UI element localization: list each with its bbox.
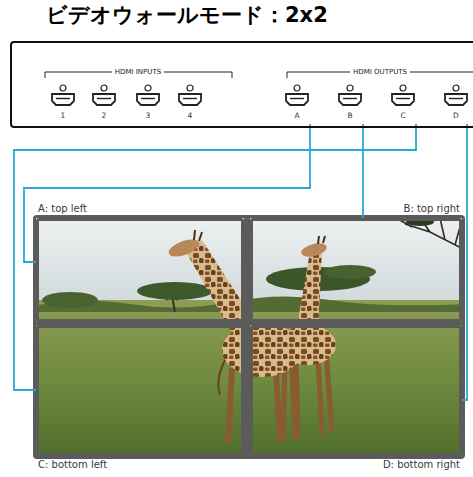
bush — [42, 292, 98, 308]
video-screen: D: bottom right — [250, 325, 462, 456]
socket-pins — [290, 98, 304, 99]
screw — [294, 85, 300, 91]
acacia-canopy — [324, 265, 376, 279]
socket-pins — [97, 98, 111, 99]
screen-label: D: bottom right — [383, 459, 460, 471]
screw — [453, 85, 459, 91]
bare-branches — [398, 218, 465, 250]
hdmi-port: A — [280, 84, 314, 124]
screw — [101, 85, 107, 91]
screw — [400, 85, 406, 91]
hdmi-port: B — [333, 84, 367, 124]
hdmi-connector-icon — [336, 84, 364, 108]
screw — [347, 85, 353, 91]
acacia-canopy — [137, 282, 213, 300]
port-label: B — [333, 111, 367, 121]
hdmi-connector-icon — [134, 84, 162, 108]
socket-outline — [52, 94, 74, 105]
port-label: 4 — [173, 111, 207, 121]
grassland — [33, 300, 465, 460]
tree-line — [33, 296, 465, 312]
screw — [187, 85, 193, 91]
hdmi-connector-icon — [90, 84, 118, 108]
port-label: 3 — [131, 111, 165, 121]
screen-label: A: top left — [38, 203, 87, 215]
hdmi-port: 3 — [131, 84, 165, 124]
giraffe-photo — [33, 215, 465, 460]
video-screen: B: top right — [250, 218, 462, 322]
hdmi-cable — [362, 124, 364, 218]
hdmi-connector-icon — [442, 84, 470, 108]
socket-pins — [183, 98, 197, 99]
ossicones — [194, 230, 202, 241]
port-group-label: HDMI OUTPUTS — [350, 68, 410, 76]
port-label: C — [386, 111, 420, 121]
socket-outline — [179, 94, 201, 105]
screw — [145, 85, 151, 91]
socket-outline — [339, 94, 361, 105]
hdmi-connector-icon — [49, 84, 77, 108]
hdmi-connector-icon — [389, 84, 417, 108]
socket-pins — [56, 98, 70, 99]
screen-label: B: top right — [404, 203, 460, 215]
hdmi-port: D — [439, 84, 473, 124]
port-label: D — [439, 111, 473, 121]
hdmi-port: 1 — [46, 84, 80, 124]
wall-frame — [33, 215, 465, 459]
ossicones — [318, 236, 325, 244]
hdmi-cable — [14, 124, 416, 390]
socket-pins — [343, 98, 357, 99]
diagram-title: ビデオウォールモード：2x2 — [46, 1, 328, 29]
socket-outline — [137, 94, 159, 105]
screw — [60, 85, 66, 91]
matrix-device: HDMI INPUTS HDMI OUTPUTS 1234 A B C D — [10, 41, 473, 128]
hdmi-port: 2 — [87, 84, 121, 124]
hdmi-cable — [462, 124, 467, 400]
screen-label: C: bottom left — [38, 459, 107, 471]
port-label: 2 — [87, 111, 121, 121]
socket-pins — [396, 98, 410, 99]
giraffe-head — [300, 241, 328, 259]
hdmi-connector-icon — [176, 84, 204, 108]
hdmi-port: C — [386, 84, 420, 124]
video-screen: C: bottom left — [36, 325, 244, 456]
giraffe-head — [167, 236, 202, 260]
hdmi-connector-icon — [283, 84, 311, 108]
port-label: A — [280, 111, 314, 121]
sky — [33, 215, 465, 310]
socket-outline — [392, 94, 414, 105]
giraffe-tail — [218, 360, 225, 395]
port-group-label: HDMI INPUTS — [112, 68, 164, 76]
hdmi-port: 4 — [173, 84, 207, 124]
socket-pins — [449, 98, 463, 99]
port-label: 1 — [46, 111, 80, 121]
socket-outline — [93, 94, 115, 105]
hdmi-cable — [24, 124, 310, 262]
socket-pins — [141, 98, 155, 99]
video-screen: A: top left — [36, 218, 244, 322]
socket-outline — [445, 94, 467, 105]
socket-outline — [286, 94, 308, 105]
